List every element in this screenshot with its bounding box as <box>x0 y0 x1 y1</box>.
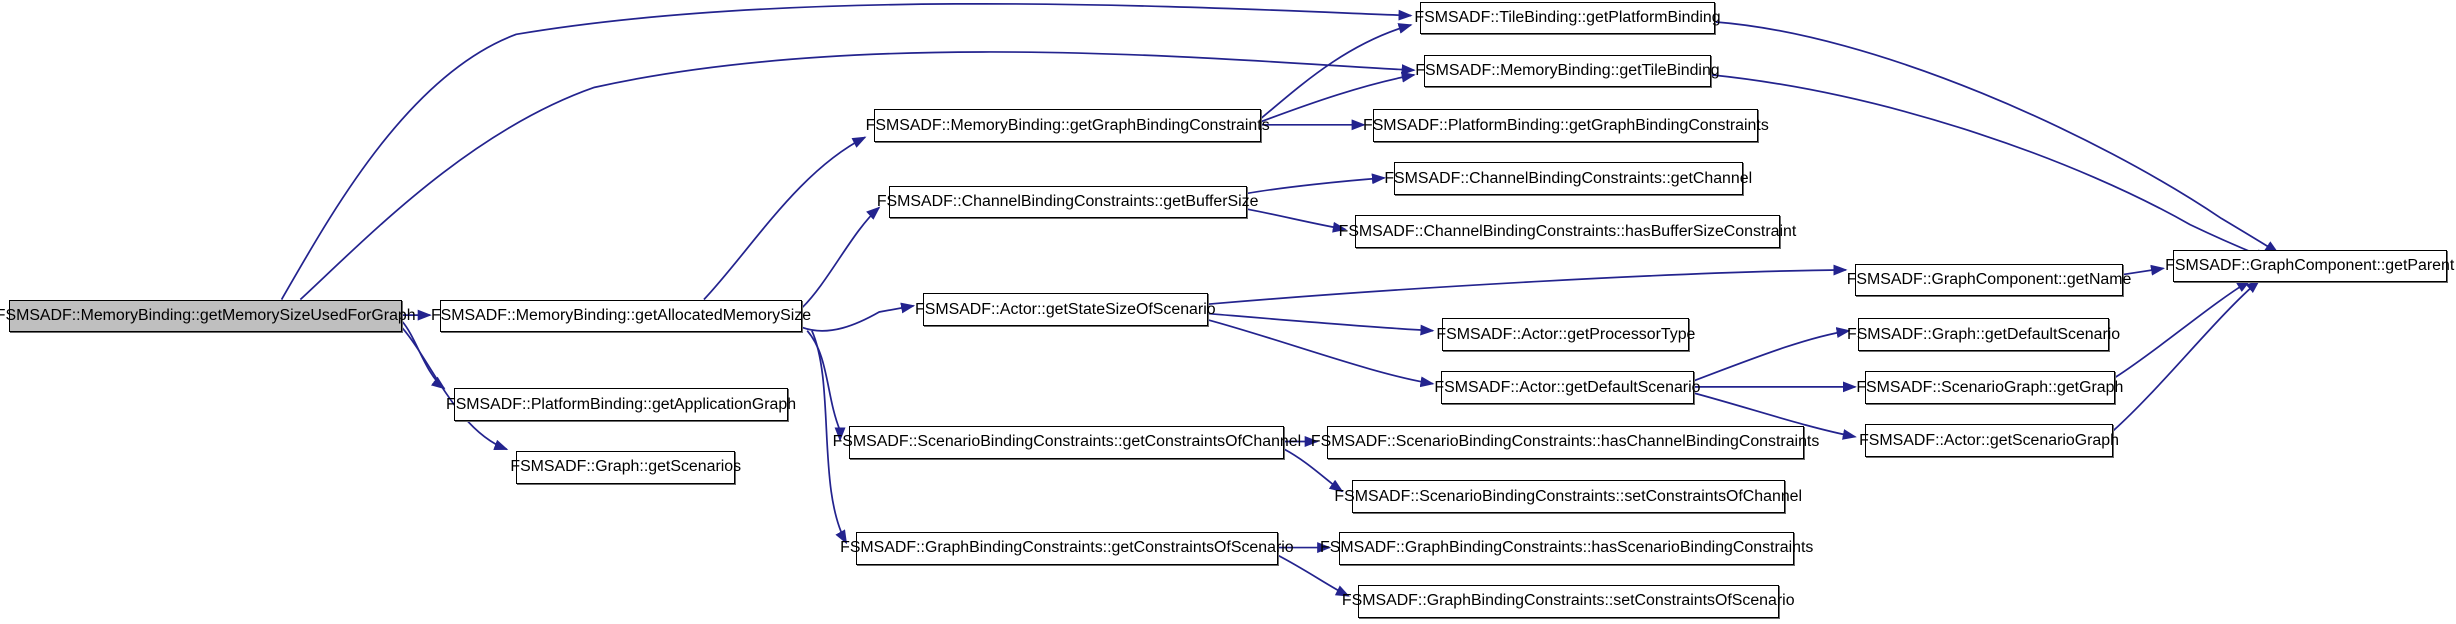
graph-node-label: FSMSADF::ScenarioBindingConstraints::set… <box>1334 487 1803 505</box>
graph-node-label: FSMSADF::GraphBindingConstraints::setCon… <box>1341 592 1795 610</box>
graph-node-label: FSMSADF::Actor::getStateSizeOfScenario <box>915 300 1216 318</box>
graph-node-n24[interactable]: FSMSADF::GraphComponent::getParent <box>2165 249 2454 283</box>
graph-node-n1[interactable]: FSMSADF::MemoryBinding::getAllocatedMemo… <box>431 299 811 333</box>
graph-node-label: FSMSADF::ScenarioBindingConstraints::has… <box>1310 433 1820 451</box>
graph-node-n11[interactable]: FSMSADF::PlatformBinding::getGraphBindin… <box>1363 109 1769 142</box>
graph-node-n15[interactable]: FSMSADF::Actor::getDefaultScenario <box>1434 371 1700 405</box>
graph-node-label: FSMSADF::ChannelBindingConstraints::getC… <box>1384 169 1753 187</box>
graph-node-n9[interactable]: FSMSADF::TileBinding::getPlatformBinding <box>1414 1 1721 35</box>
graph-node-n0[interactable]: FSMSADF::MemoryBinding::getMemorySizeUse… <box>0 299 416 333</box>
graph-node-label: FSMSADF::Graph::getDefaultScenario <box>1846 325 2121 343</box>
graph-node-n13[interactable]: FSMSADF::ChannelBindingConstraints::hasB… <box>1339 215 1796 249</box>
graph-node-label: FSMSADF::PlatformBinding::getApplication… <box>445 395 797 413</box>
graph-node-n22[interactable]: FSMSADF::ScenarioGraph::getGraph <box>1856 371 2123 405</box>
graph-edge-n0-to-n9 <box>280 2 1413 300</box>
graph-node-label: FSMSADF::MemoryBinding::getAllocatedMemo… <box>430 306 812 324</box>
graph-node-n3[interactable]: FSMSADF::Graph::getScenarios <box>510 450 741 484</box>
graph-node-n23[interactable]: FSMSADF::Actor::getScenarioGraph <box>1859 424 2119 458</box>
graph-node-label: FSMSADF::Graph::getScenarios <box>510 458 742 476</box>
graph-node-n8[interactable]: FSMSADF::GraphBindingConstraints::getCon… <box>840 531 1294 565</box>
graph-edge-n22-to-n24 <box>2114 279 2251 379</box>
graph-edge-n6-to-n15 <box>1207 318 1435 388</box>
graph-node-label: FSMSADF::ScenarioGraph::getGraph <box>1856 378 2124 396</box>
graph-node-label: FSMSADF::GraphBindingConstraints::getCon… <box>840 539 1294 557</box>
graph-edge-n9-to-n24 <box>1714 20 2279 254</box>
graph-node-n7[interactable]: FSMSADF::ScenarioBindingConstraints::get… <box>833 425 1301 459</box>
graph-node-n20[interactable]: FSMSADF::GraphComponent::getName <box>1847 263 2131 297</box>
graph-node-label: FSMSADF::TileBinding::getPlatformBinding <box>1414 8 1721 26</box>
graph-edge-n4-to-n9 <box>1260 23 1413 120</box>
graph-edge-n0-to-n2 <box>401 320 446 390</box>
graph-node-n14[interactable]: FSMSADF::Actor::getProcessorType <box>1436 318 1695 351</box>
graph-node-n18[interactable]: FSMSADF::GraphBindingConstraints::hasSce… <box>1320 531 1813 565</box>
graph-edge-n1-to-n4 <box>703 136 867 301</box>
graph-edge-n0-to-n10 <box>299 51 1416 301</box>
graph-edge-n1-to-n6 <box>802 302 916 332</box>
graph-node-n2[interactable]: FSMSADF::PlatformBinding::getApplication… <box>446 388 796 422</box>
graph-node-n17[interactable]: FSMSADF::ScenarioBindingConstraints::set… <box>1334 480 1802 514</box>
graph-node-n5[interactable]: FSMSADF::ChannelBindingConstraints::getB… <box>877 185 1258 219</box>
graph-node-label: FSMSADF::ChannelBindingConstraints::getB… <box>876 193 1259 211</box>
graph-edge-n15-to-n21 <box>1693 327 1851 382</box>
graph-node-label: FSMSADF::MemoryBinding::getMemorySizeUse… <box>0 306 416 324</box>
graph-node-label: FSMSADF::Actor::getScenarioGraph <box>1859 431 2119 449</box>
graph-edge-n23-to-n24 <box>2112 279 2261 432</box>
graph-node-n21[interactable]: FSMSADF::Graph::getDefaultScenario <box>1847 318 2120 351</box>
graph-edge-n1-to-n7 <box>806 330 846 442</box>
graph-node-n19[interactable]: FSMSADF::GraphBindingConstraints::setCon… <box>1342 585 1795 618</box>
graph-node-n16[interactable]: FSMSADF::ScenarioBindingConstraints::has… <box>1311 425 1819 459</box>
graph-edge-n6-to-n20 <box>1207 264 1848 306</box>
graph-edge-n5-to-n12 <box>1246 173 1386 195</box>
graph-node-n6[interactable]: FSMSADF::Actor::getStateSizeOfScenario <box>915 293 1216 327</box>
graph-node-label: FSMSADF::MemoryBinding::getTileBinding <box>1415 62 1720 80</box>
graph-edge-n6-to-n14 <box>1207 312 1435 336</box>
graph-edge-n1-to-n5 <box>801 206 881 308</box>
graph-node-label: FSMSADF::Actor::getProcessorType <box>1436 325 1696 343</box>
graph-node-label: FSMSADF::PlatformBinding::getGraphBindin… <box>1362 116 1769 134</box>
graph-node-label: FSMSADF::GraphComponent::getName <box>1846 271 2132 289</box>
graph-edge-n5-to-n13 <box>1246 208 1347 233</box>
graph-node-label: FSMSADF::GraphComponent::getParent <box>2165 257 2455 275</box>
graph-edge-n8-to-n19 <box>1277 554 1350 597</box>
graph-node-n10[interactable]: FSMSADF::MemoryBinding::getTileBinding <box>1415 54 1720 88</box>
graph-node-n4[interactable]: FSMSADF::MemoryBinding::getGraphBindingC… <box>866 109 1270 142</box>
graph-node-label: FSMSADF::GraphBindingConstraints::hasSce… <box>1320 539 1814 557</box>
graph-node-label: FSMSADF::ScenarioBindingConstraints::get… <box>832 433 1302 451</box>
graph-node-n12[interactable]: FSMSADF::ChannelBindingConstraints::getC… <box>1384 162 1752 195</box>
graph-node-label: FSMSADF::MemoryBinding::getGraphBindingC… <box>865 116 1270 134</box>
graph-node-label: FSMSADF::Actor::getDefaultScenario <box>1434 378 1701 396</box>
graph-node-label: FSMSADF::ChannelBindingConstraints::hasB… <box>1338 222 1797 240</box>
